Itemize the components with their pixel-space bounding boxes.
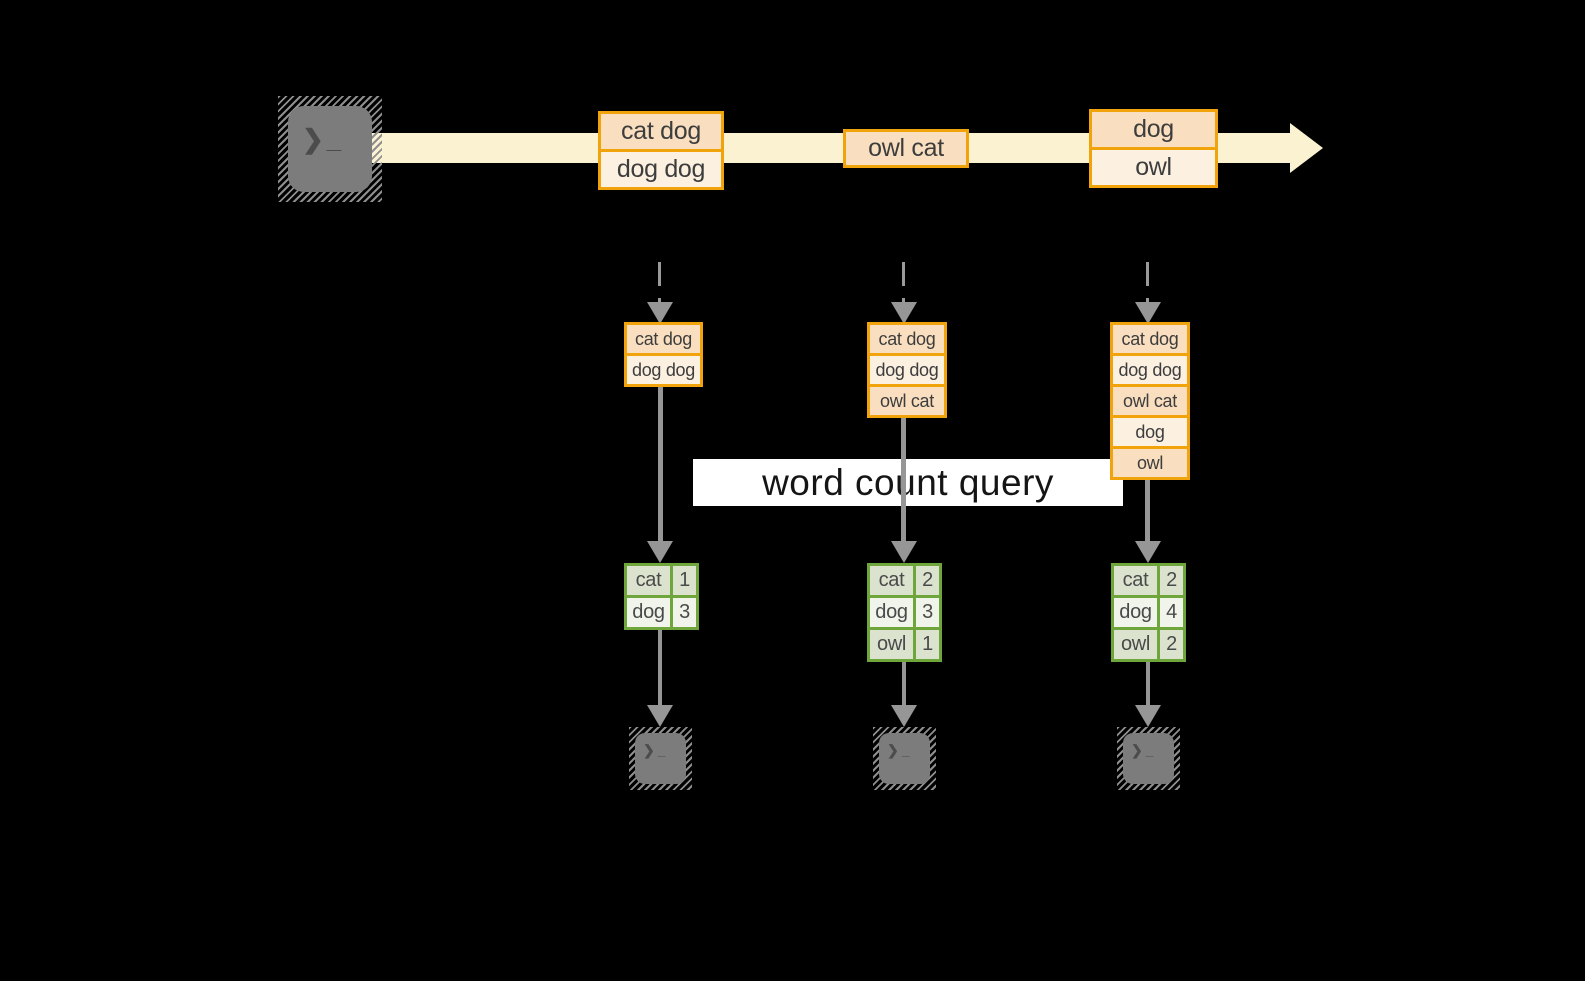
terminal-prompt-icon: ❯_ bbox=[302, 124, 342, 154]
buffer-line: dog dog bbox=[1113, 356, 1187, 384]
arrow-shaft bbox=[658, 387, 663, 545]
stream-band-arrowhead-icon bbox=[1290, 123, 1323, 173]
sink-terminal-icon: ❯_ bbox=[873, 727, 936, 790]
arrowhead-icon bbox=[891, 302, 917, 324]
count-word: cat bbox=[1114, 566, 1157, 595]
arrowhead-icon bbox=[647, 541, 673, 563]
count-value: 4 bbox=[1160, 598, 1183, 627]
dashed-arrow-shaft bbox=[902, 262, 905, 302]
dashed-arrow-shaft bbox=[1146, 262, 1149, 302]
query-banner: word count query bbox=[693, 459, 1123, 506]
buffer-box-1: cat dog dog dog bbox=[624, 322, 703, 387]
count-value: 2 bbox=[1160, 630, 1183, 659]
count-table-1: cat 1 dog 3 bbox=[624, 563, 699, 630]
buffer-line: owl cat bbox=[1113, 387, 1187, 415]
count-word: owl bbox=[1114, 630, 1157, 659]
stream-event-line: owl cat bbox=[846, 132, 966, 165]
count-value: 3 bbox=[673, 598, 696, 627]
arrow-shaft bbox=[1146, 662, 1150, 707]
terminal-prompt-icon: ❯_ bbox=[887, 742, 910, 758]
stream-event-line: owl bbox=[1092, 150, 1215, 185]
arrowhead-icon bbox=[647, 302, 673, 324]
sink-terminal-icon: ❯_ bbox=[629, 727, 692, 790]
arrowhead-icon bbox=[1135, 541, 1161, 563]
count-table-2: cat 2 dog 3 owl 1 bbox=[867, 563, 942, 662]
buffer-line: dog dog bbox=[627, 356, 700, 384]
count-word: cat bbox=[870, 566, 913, 595]
count-word: dog bbox=[870, 598, 913, 627]
arrow-shaft bbox=[1145, 480, 1150, 545]
arrow-shaft bbox=[901, 418, 906, 545]
dashed-arrow-shaft bbox=[658, 262, 661, 302]
stream-event-1: cat dog dog dog bbox=[598, 111, 724, 190]
buffer-line: cat dog bbox=[1113, 325, 1187, 353]
buffer-box-2: cat dog dog dog owl cat bbox=[867, 322, 947, 418]
terminal-prompt-icon: ❯_ bbox=[643, 742, 666, 758]
count-value: 1 bbox=[916, 630, 939, 659]
arrowhead-icon bbox=[647, 705, 673, 727]
sink-terminal-icon: ❯_ bbox=[1117, 727, 1180, 790]
arrowhead-icon bbox=[1135, 705, 1161, 727]
count-word: dog bbox=[1114, 598, 1157, 627]
count-value: 3 bbox=[916, 598, 939, 627]
stream-event-line: cat dog bbox=[601, 114, 721, 149]
terminal-screen bbox=[288, 106, 372, 192]
arrow-shaft bbox=[902, 662, 906, 707]
arrowhead-icon bbox=[891, 541, 917, 563]
terminal-screen bbox=[1123, 733, 1174, 784]
source-terminal-icon: ❯_ bbox=[278, 96, 382, 202]
buffer-line: dog bbox=[1113, 418, 1187, 446]
stream-event-line: dog bbox=[1092, 112, 1215, 147]
count-value: 2 bbox=[1160, 566, 1183, 595]
buffer-line: owl cat bbox=[870, 387, 944, 415]
terminal-screen bbox=[635, 733, 686, 784]
stream-event-line: dog dog bbox=[601, 152, 721, 187]
count-word: dog bbox=[627, 598, 670, 627]
arrowhead-icon bbox=[891, 705, 917, 727]
buffer-line: dog dog bbox=[870, 356, 944, 384]
count-value: 1 bbox=[673, 566, 696, 595]
terminal-prompt-icon: ❯_ bbox=[1131, 742, 1154, 758]
query-banner-label: word count query bbox=[762, 461, 1054, 503]
stream-event-3: dog owl bbox=[1089, 109, 1218, 188]
count-word: cat bbox=[627, 566, 670, 595]
terminal-screen bbox=[879, 733, 930, 784]
buffer-line: cat dog bbox=[870, 325, 944, 353]
buffer-line: cat dog bbox=[627, 325, 700, 353]
arrow-shaft bbox=[658, 630, 662, 707]
count-table-3: cat 2 dog 4 owl 2 bbox=[1111, 563, 1186, 662]
buffer-box-3: cat dog dog dog owl cat dog owl bbox=[1110, 322, 1190, 480]
arrowhead-icon bbox=[1135, 302, 1161, 324]
buffer-line: owl bbox=[1113, 449, 1187, 477]
count-word: owl bbox=[870, 630, 913, 659]
count-value: 2 bbox=[916, 566, 939, 595]
stream-event-2: owl cat bbox=[843, 129, 969, 168]
